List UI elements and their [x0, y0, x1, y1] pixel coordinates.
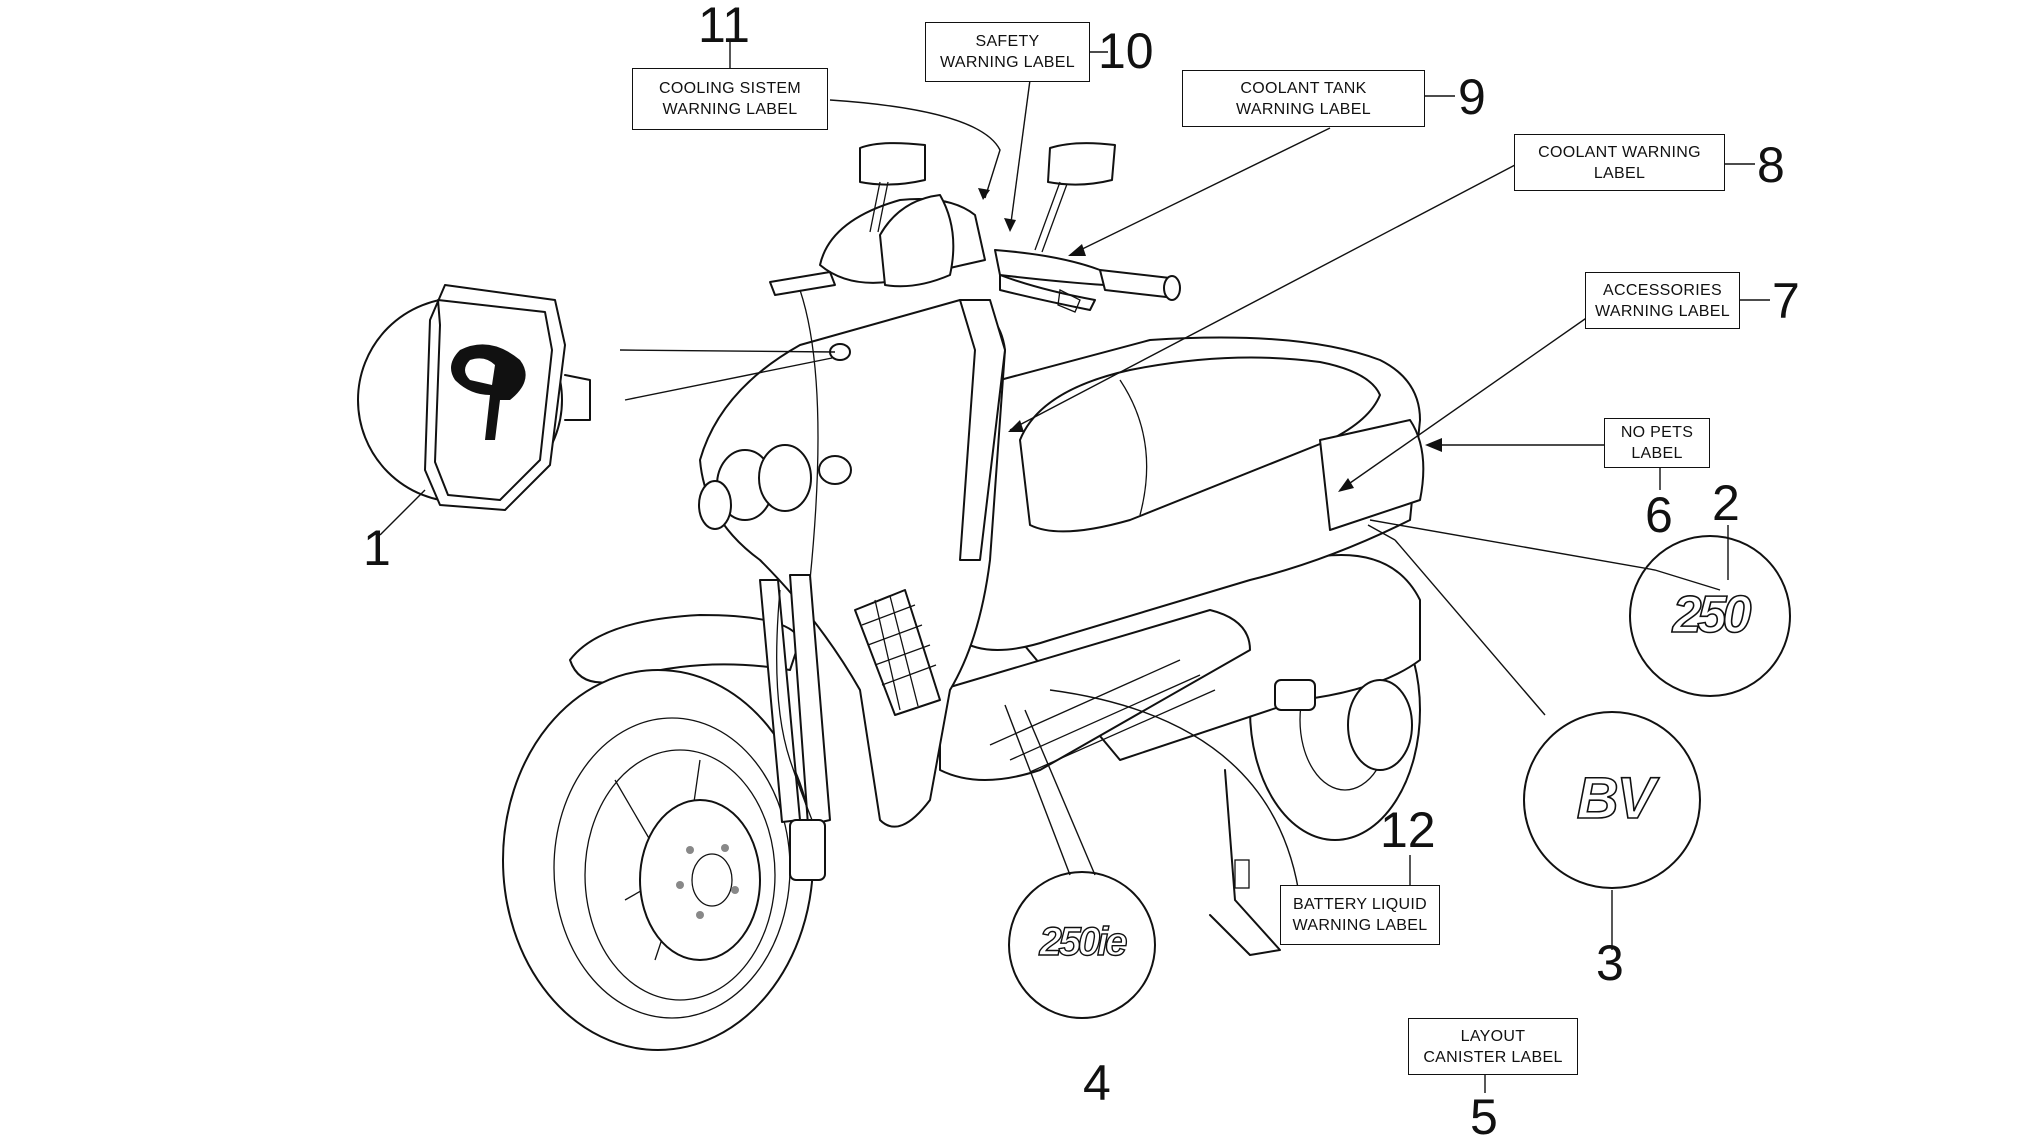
- callout-10-label: SAFETY WARNING LABEL: [925, 22, 1090, 82]
- badge-250ie: 250ie: [1039, 919, 1129, 964]
- radiator-grille: [854, 589, 941, 716]
- detail-circle-3: [1523, 711, 1701, 889]
- headlight-right: [758, 444, 812, 512]
- callout-4-number: 4: [1083, 1055, 1111, 1111]
- callout-11-label: COOLING SISTEM WARNING LABEL: [632, 68, 828, 130]
- callout-2-number: 2: [1712, 475, 1740, 531]
- callout-7-number: 7: [1772, 273, 1800, 329]
- scooter-drawing: [357, 40, 1791, 1093]
- badge-250: 250: [1672, 585, 1752, 645]
- callout-9-number: 9: [1458, 69, 1486, 125]
- scooter-illustration: [502, 142, 1425, 1051]
- left-mirror: [859, 142, 926, 186]
- callout-8-label: COOLANT WARNING LABEL: [1514, 134, 1725, 191]
- callout-8-number: 8: [1757, 137, 1785, 193]
- callout-12-number: 12: [1380, 802, 1436, 858]
- detail-circle-2: [1629, 535, 1791, 697]
- logo-emblem-detail: [424, 284, 591, 511]
- leader-lines: [379, 40, 1770, 1093]
- callout-10-number: 10: [1098, 23, 1154, 79]
- detail-circle-4: [1008, 871, 1156, 1019]
- callout-6-label: NO PETS LABEL: [1604, 418, 1710, 468]
- callout-5-label: LAYOUT CANISTER LABEL: [1408, 1018, 1578, 1075]
- seat: [1019, 356, 1381, 533]
- callout-5-number: 5: [1470, 1089, 1498, 1145]
- left-grip: [769, 271, 836, 296]
- front-fork-right: [789, 574, 831, 826]
- callout-1-number: 1: [363, 520, 391, 576]
- parts-diagram: COOLING SISTEM WARNING LABEL SAFETY WARN…: [357, 0, 1800, 1142]
- muffler: [1347, 679, 1413, 771]
- right-mirror: [1047, 142, 1116, 186]
- callout-11-number: 11: [698, 0, 750, 53]
- callout-7-label: ACCESSORIES WARNING LABEL: [1585, 272, 1740, 329]
- arrowheads: [978, 188, 1442, 492]
- callout-9-label: COOLANT TANK WARNING LABEL: [1182, 70, 1425, 127]
- callout-3-number: 3: [1596, 935, 1624, 991]
- callout-12-label: BATTERY LIQUID WARNING LABEL: [1280, 885, 1440, 945]
- callout-6-number: 6: [1645, 487, 1673, 543]
- brake-disc: [639, 799, 761, 961]
- badge-bv: BV: [1576, 765, 1656, 832]
